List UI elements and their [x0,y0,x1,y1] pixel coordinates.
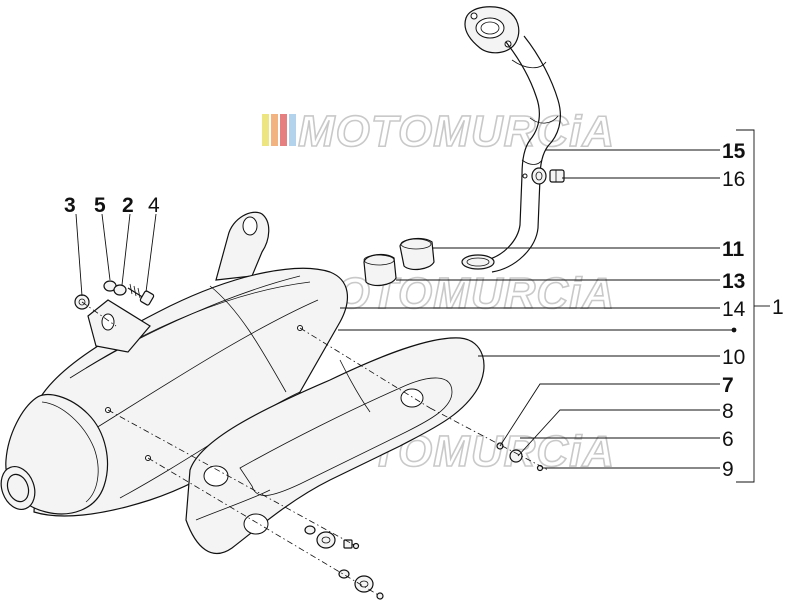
callout-leaders [75,129,770,483]
watermark-top: MOTOMURCiA [262,106,615,157]
callout-5: 5 [94,194,106,217]
bolt-washer-15-16 [531,167,565,185]
heat-shield-part [185,337,485,554]
gasket-part [363,253,397,287]
hardware-2-3-4-5 [74,280,155,310]
watermark-logo-icon [262,114,296,146]
muffler-body [0,211,348,517]
callout-numbers: 3 5 2 4 15 16 11 13 14 1 10 7 8 6 9 [64,140,784,481]
assembly-axes [81,301,549,597]
exhaust-pipe [461,6,561,273]
callout-10: 10 [722,346,745,369]
pipe-sleeve-part [399,237,435,271]
callout-7: 7 [722,374,734,397]
callout-11: 11 [722,238,745,261]
callout-16: 16 [722,168,745,191]
watermark-brand-text: MOTOMURCiA [298,269,615,318]
callout-8: 8 [722,400,734,423]
callout-14: 14 [722,298,746,321]
callout-6: 6 [722,428,734,451]
callout-3: 3 [64,194,76,217]
callout-4: 4 [148,194,160,217]
callout-2: 2 [122,194,134,217]
callout-15: 15 [722,140,746,163]
watermark-brand-text: MOTOMURCiA [298,107,615,156]
callout-1: 1 [772,296,784,319]
callout-9: 9 [722,458,734,481]
callout-13: 13 [722,270,745,293]
